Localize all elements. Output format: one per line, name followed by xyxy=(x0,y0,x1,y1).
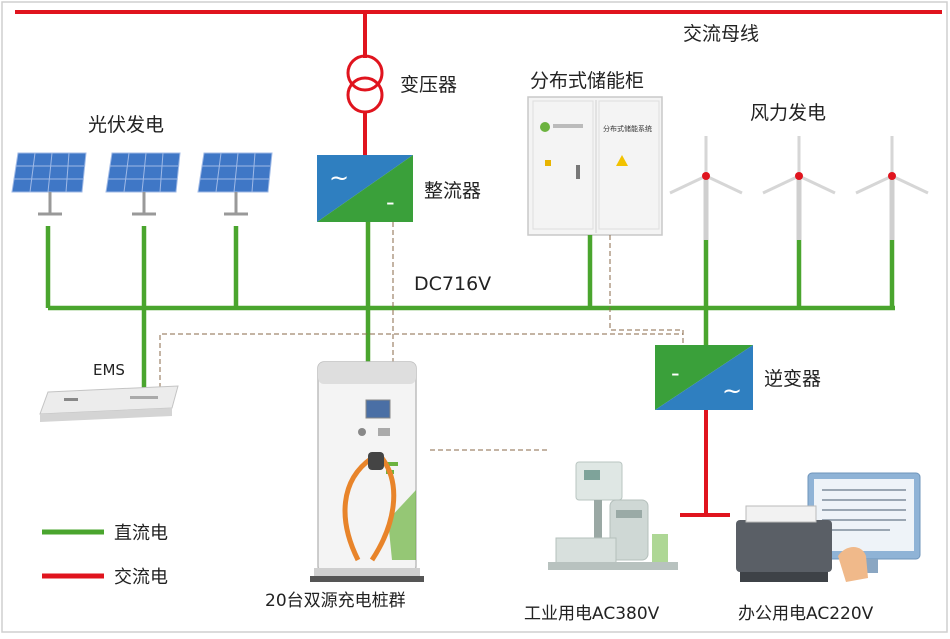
solar-label: 光伏发电 xyxy=(88,114,164,136)
office-label: 办公用电AC220V xyxy=(738,604,874,624)
legend-ac-label: 交流电 xyxy=(114,567,168,588)
legend: 直流电 交流电 xyxy=(42,523,168,588)
inverter-label: 逆变器 xyxy=(764,368,821,390)
wind-label: 风力发电 xyxy=(750,102,826,124)
ems-box-icon xyxy=(39,385,179,422)
industrial-label: 工业用电AC380V xyxy=(524,604,660,624)
charging-station-icon xyxy=(310,361,424,582)
wind-turbine-icon xyxy=(762,136,836,240)
storage-cabinet-icon: 分布式储能系统 xyxy=(527,96,663,236)
dc-bus xyxy=(45,222,895,390)
comm-lines xyxy=(159,222,684,451)
rectifier-label: 整流器 xyxy=(424,180,481,202)
ac-bus-label: 交流母线 xyxy=(683,23,759,45)
inverter-dc-symbol: - xyxy=(671,359,680,387)
inverter-ac-symbol: ~ xyxy=(722,377,742,405)
office-computer-icon xyxy=(736,472,921,582)
storage-label: 分布式储能柜 xyxy=(530,70,644,92)
ems-label: EMS xyxy=(93,361,125,379)
wind-turbine-icon xyxy=(669,136,743,240)
legend-dc-label: 直流电 xyxy=(114,523,168,544)
wind-turbine-icon xyxy=(855,136,929,240)
inverter-icon: - ~ xyxy=(655,345,753,410)
solar-panel-icon xyxy=(105,152,181,216)
charger-group-label: 20台双源充电桩群 xyxy=(265,591,406,611)
industrial-machine-icon xyxy=(548,461,678,570)
rectifier-ac-symbol: ~ xyxy=(329,164,349,192)
transformer-label: 变压器 xyxy=(400,74,457,96)
transformer-icon xyxy=(346,54,384,114)
rectifier-icon: ~ - xyxy=(317,155,413,222)
storage-panel-title: 分布式储能系统 xyxy=(603,124,652,133)
dc-voltage-label: DC716V xyxy=(414,273,491,295)
solar-panel-icon xyxy=(11,152,87,216)
solar-panel-icon xyxy=(197,152,273,216)
rectifier-dc-symbol: - xyxy=(386,188,395,216)
